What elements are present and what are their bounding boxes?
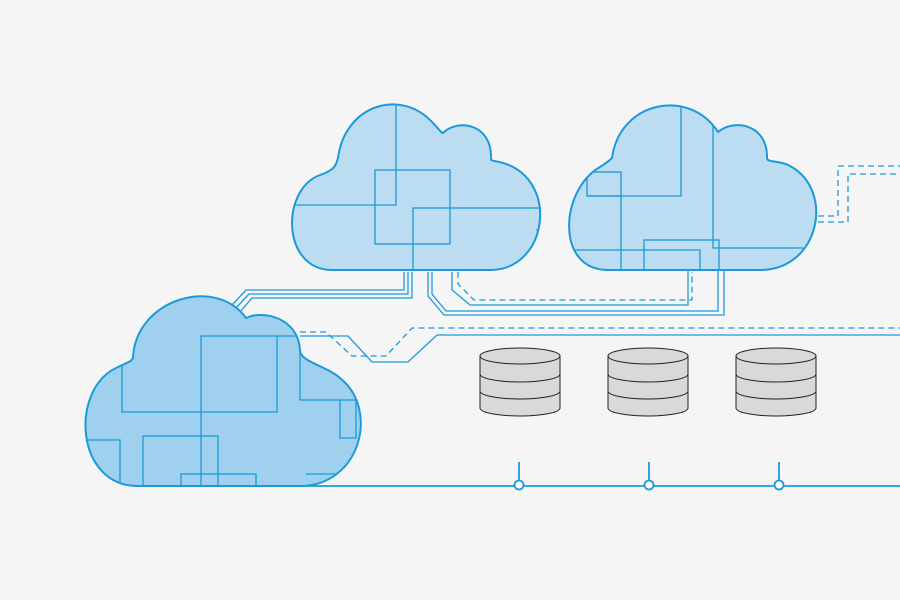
database-disk-top	[479, 347, 561, 365]
cloud-interconnect-lines	[231, 165, 900, 363]
database-1	[479, 347, 561, 417]
bus-connector-nodes	[513, 479, 785, 491]
bus-node-2	[643, 479, 655, 491]
cloud-bottom-left	[84, 295, 362, 487]
network-bus	[300, 462, 900, 487]
database-servers	[479, 347, 817, 417]
bus-node-3	[773, 479, 785, 491]
database-disk-top	[607, 347, 689, 365]
database-3	[735, 347, 817, 417]
bus-node-1	[513, 479, 525, 491]
cloud-top-center	[291, 103, 542, 271]
database-2	[607, 347, 689, 417]
cloud-top-right	[568, 104, 817, 271]
database-disk-top	[735, 347, 817, 365]
